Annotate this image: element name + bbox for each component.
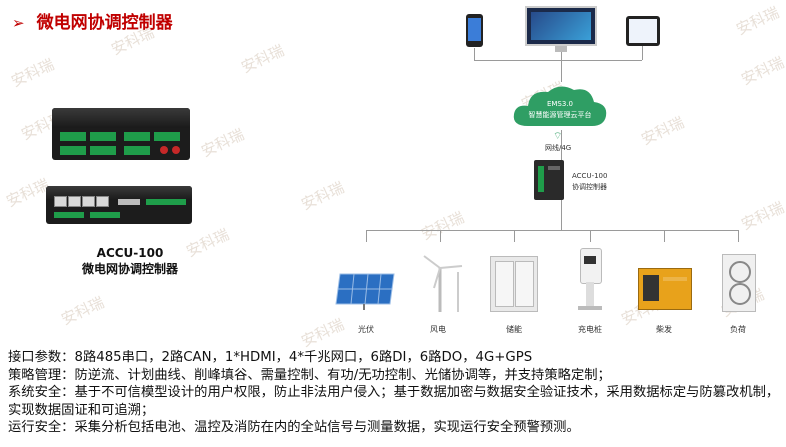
arrow-bullet-icon: ➢ (12, 14, 25, 32)
watermark: 安科瑞 (298, 178, 347, 214)
page-title-text: 微电网协调控制器 (36, 13, 173, 33)
page-title: ➢ 微电网协调控制器 (12, 8, 173, 33)
product-name: 微电网协调控制器 (81, 262, 178, 276)
controller-device-bottom (46, 186, 192, 224)
spec-system-security: 系统安全：基于不可信模型设计的用户权限，防止非法用户侵入；基于数据加密与数据安全… (8, 385, 780, 418)
load-unit-icon (722, 254, 756, 312)
spec-operation-security: 运行安全：采集分析包括电池、温控及消防在内的全站信号与测量数据，实现运行安全预警… (8, 420, 580, 435)
cloud-platform: EMS3.0 智慧能源管理云平台 (510, 82, 610, 130)
controller-label-1: ACCU-100 (572, 172, 608, 180)
load-label: 充电桩 (578, 325, 602, 334)
load-label: 负荷 (730, 325, 746, 334)
load-label: 风电 (430, 325, 446, 334)
watermark: 安科瑞 (8, 55, 57, 91)
phone-icon (466, 14, 483, 47)
watermark: 安科瑞 (198, 125, 247, 161)
product-model: ACCU-100 (96, 246, 164, 260)
watermark: 安科瑞 (733, 3, 782, 39)
controller-small-icon (534, 160, 564, 200)
watermark: 安科瑞 (238, 41, 287, 77)
monitor-icon (525, 6, 597, 52)
product-caption: ACCU-100 微电网协调控制器 (40, 245, 220, 277)
cloud-line2: 智慧能源管理云平台 (528, 111, 592, 119)
watermark: 安科瑞 (3, 175, 52, 211)
diesel-generator-icon (638, 268, 692, 310)
watermark: 安科瑞 (58, 293, 107, 329)
solar-panel-icon (334, 272, 398, 310)
wifi-icon: ⌔ (553, 131, 563, 142)
watermark: 安科瑞 (738, 53, 786, 89)
cloud-line1: EMS3.0 (546, 100, 574, 108)
wind-turbine-icon (414, 252, 468, 312)
tablet-icon (626, 16, 660, 46)
watermark: 安科瑞 (418, 208, 467, 244)
ev-charger-icon (574, 248, 604, 312)
spec-interfaces: 接口参数：8路485串口，2路CAN，1*HDMI，4*千兆网口，6路DI，6路… (8, 350, 533, 365)
network-label: 网线/4G (545, 144, 572, 152)
controller-label-2: 协调控制器 (572, 183, 607, 191)
load-label: 储能 (506, 325, 522, 334)
load-label: 柴发 (656, 325, 672, 334)
controller-device-top (52, 108, 190, 160)
spec-strategy: 策略管理：防逆流、计划曲线、削峰填谷、需量控制、有功/无功控制、光储协调等，并支… (8, 367, 611, 383)
watermark: 安科瑞 (638, 113, 687, 149)
spec-list: 接口参数：8路485串口，2路CAN，1*HDMI，4*千兆网口，6路DI，6路… (8, 349, 780, 437)
battery-cabinet-icon (490, 256, 538, 312)
load-label: 光伏 (358, 325, 374, 334)
watermark: 安科瑞 (738, 198, 786, 234)
